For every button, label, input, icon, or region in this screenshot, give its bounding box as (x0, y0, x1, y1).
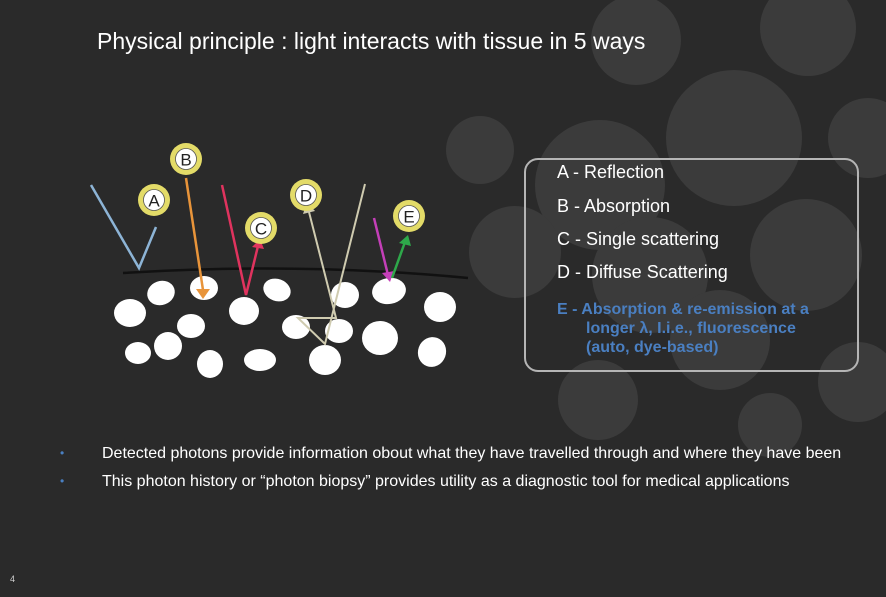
tissue-surface-line (122, 267, 469, 280)
marker-d-label: D (300, 187, 312, 206)
marker-d: D (290, 179, 322, 211)
bullet-dot-icon: • (60, 474, 65, 488)
marker-e: E (393, 200, 425, 232)
bullet-list: • Detected photons provide information o… (60, 443, 850, 499)
ray-diffuse-scattering (295, 183, 366, 346)
marker-c: C (245, 212, 277, 244)
ray-emission (390, 241, 407, 279)
marker-e-label: E (403, 208, 414, 227)
fluorescence-line-2: longer λ, I.i.e., fluorescence (586, 320, 796, 337)
marker-c-label: C (255, 220, 267, 239)
bullet-dot-icon: • (60, 446, 65, 460)
ray-reflection (89, 184, 158, 271)
legend-item-diffuse-scattering: D - Diffuse Scattering (557, 262, 728, 282)
fluorescence-line-1: E - Absorption & re-emission at a (557, 301, 809, 318)
slide-title: Physical principle : light interacts wit… (97, 28, 646, 54)
marker-b-label: B (180, 151, 191, 170)
marker-a-label: A (148, 192, 160, 211)
bullet-item: • Detected photons provide information o… (60, 443, 850, 464)
ray-single-scattering (220, 184, 260, 296)
legend-item-reflection: A - Reflection (557, 162, 665, 182)
marker-a: A (138, 184, 170, 216)
bullet-text: Detected photons provide information obo… (102, 445, 842, 462)
marker-b: B (170, 143, 202, 175)
legend-item-single-scattering: C - Single scattering (557, 229, 720, 249)
excitation-arrowhead (382, 271, 394, 282)
legend-item-fluorescence: E - Absorption & re-emission at a longer… (557, 300, 857, 357)
emission-arrowhead (399, 235, 411, 246)
page-number: 4 (10, 574, 16, 584)
fluorescence-line-3: (auto, dye-based) (586, 339, 719, 356)
bullet-text: This photon history or “photon biopsy” p… (102, 473, 790, 490)
legend-box (524, 158, 859, 372)
ray-excitation (372, 217, 390, 276)
ray-absorption (184, 177, 205, 291)
absorption-arrowhead (196, 289, 210, 299)
tissue-cells (114, 276, 456, 378)
legend-item-absorption: B - Absorption (557, 196, 671, 216)
bullet-item: • This photon history or “photon biopsy”… (60, 471, 850, 492)
